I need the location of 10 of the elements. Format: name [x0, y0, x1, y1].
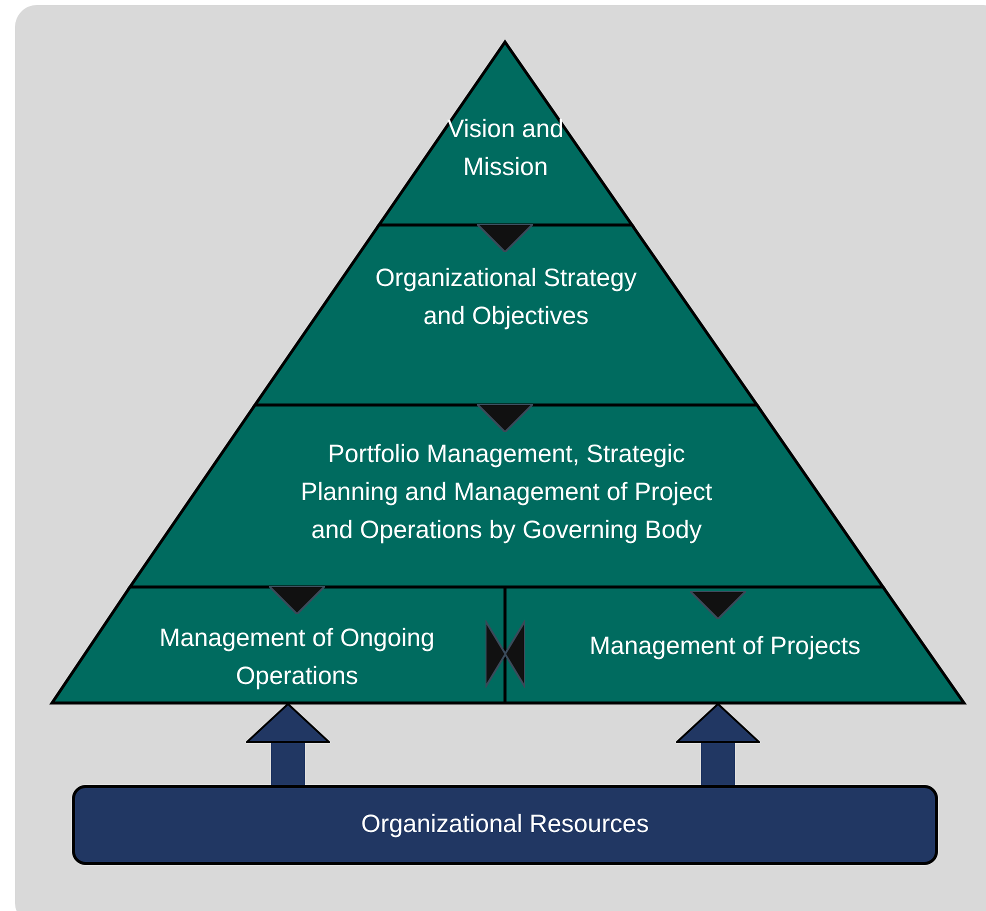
tier-label: Organizational Resources — [360, 809, 650, 840]
tier-label: Management of Ongoing Operations — [158, 623, 436, 692]
tier-label: Management of Projects — [588, 631, 862, 662]
double-arrow — [484, 620, 526, 688]
block-arrow — [676, 703, 760, 785]
tier-label: Organizational Strategy and Objectives — [375, 263, 637, 332]
arrow — [689, 590, 747, 620]
tier-label: Vision and Mission — [446, 114, 565, 183]
block-arrow — [246, 703, 330, 785]
tier-label: Portfolio Management, Strategic Planning and Management of Project and Operations by Governing Body — [300, 439, 714, 546]
